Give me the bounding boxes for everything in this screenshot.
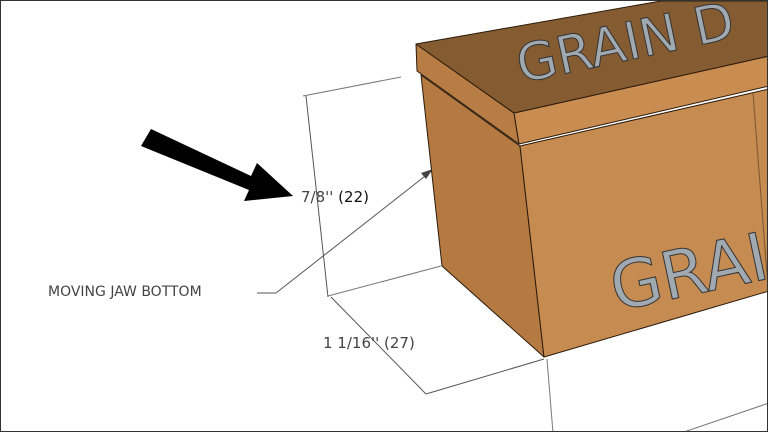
width-dimension: 1 1/16'' (27) xyxy=(323,334,415,352)
dimension-lines xyxy=(257,95,545,395)
height-dimension-imperial: 7/8'' xyxy=(301,188,334,206)
arrow-icon xyxy=(141,129,293,201)
height-dimension: 7/8'' (22) xyxy=(301,188,369,206)
callout-label: MOVING JAW BOTTOM xyxy=(48,284,202,300)
guide-lines xyxy=(302,76,767,431)
front-face xyxy=(519,88,767,358)
height-dimension-metric: (22) xyxy=(338,188,369,206)
leader-arrowhead-icon xyxy=(421,169,433,179)
top-face xyxy=(415,1,767,114)
jaw-block[interactable] xyxy=(415,1,768,358)
